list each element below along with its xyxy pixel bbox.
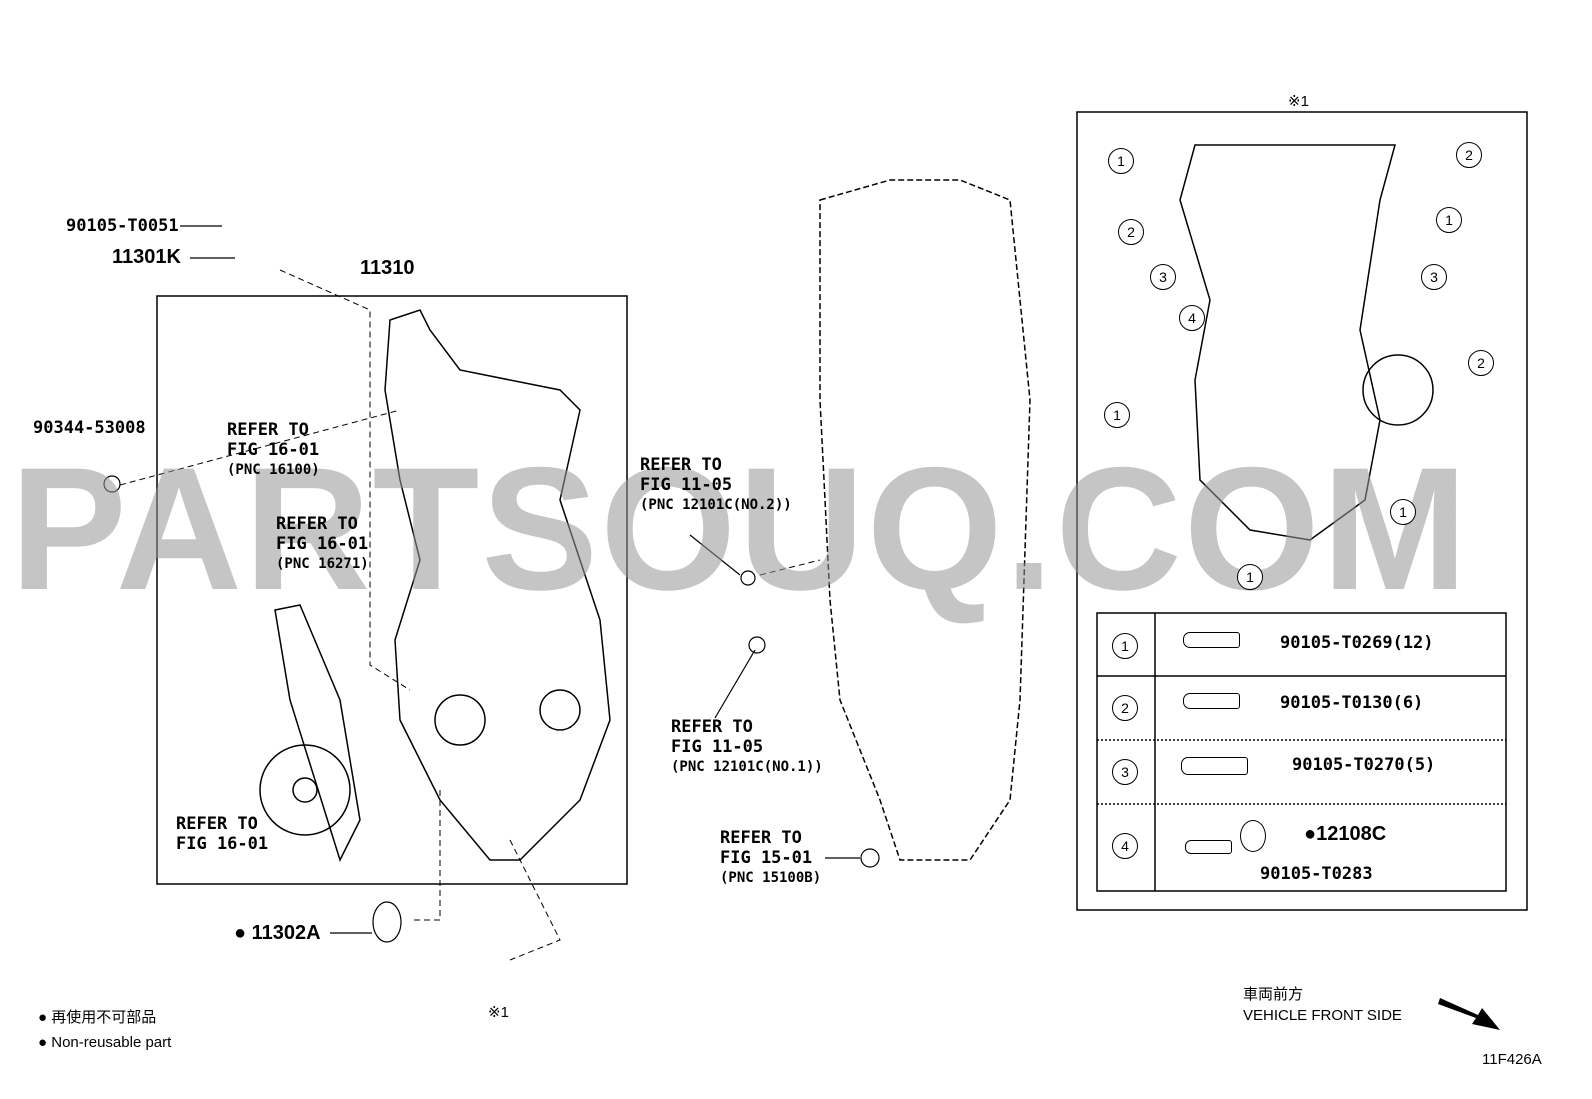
callout: 2 <box>1456 142 1482 168</box>
refer-line: FIG 11-05 <box>671 737 764 757</box>
part-number: 12108C <box>1316 823 1387 845</box>
table-part-4-extra[interactable]: ●12108C <box>1304 823 1387 845</box>
refer-line: (PNC 16271) <box>276 556 369 572</box>
label-11310[interactable]: 11310 <box>360 257 415 279</box>
bolt-icon <box>1183 693 1240 709</box>
watermark: PARTSOUQ.COM <box>10 432 1470 627</box>
callout: 1 <box>1104 402 1130 428</box>
timing-cover-outline <box>384 309 611 861</box>
seal-icon <box>1240 820 1266 852</box>
refer-line: REFER TO <box>720 828 802 848</box>
refer-line: REFER TO <box>671 717 753 737</box>
table-part-2[interactable]: 90105-T0130(6) <box>1280 693 1424 713</box>
refer-line: FIG 11-05 <box>640 475 733 495</box>
callout: 3 <box>1150 264 1176 290</box>
refer-line: FIG 16-01 <box>276 534 369 554</box>
callout: 3 <box>1421 264 1447 290</box>
detail-frame <box>1076 111 1528 911</box>
part-number: 11302A <box>251 922 321 944</box>
callout: 1 <box>1436 207 1462 233</box>
leader-lines <box>119 269 821 961</box>
refer-line: (PNC 12101C(NO.2)) <box>640 497 792 513</box>
callout: 2 <box>1468 350 1494 376</box>
refer-line: FIG 16-01 <box>227 440 320 460</box>
bolt-icon <box>1181 757 1248 775</box>
label-90344-53008[interactable]: 90344-53008 <box>33 418 146 438</box>
refer-line: (PNC 16100) <box>227 462 320 478</box>
assembly-frame <box>156 295 628 885</box>
note-mark: ※1 <box>488 1004 509 1021</box>
table-part-1[interactable]: 90105-T0269(12) <box>1280 633 1434 653</box>
legend-text: Non-reusable part <box>51 1034 172 1051</box>
refer-line: FIG 16-01 <box>176 834 269 854</box>
front-jp: 車両前方 <box>1243 986 1304 1003</box>
refer-line: (PNC 15100B) <box>720 870 822 886</box>
legend-jp: ● 再使用不可部品 <box>38 1009 157 1026</box>
bolt-table <box>1096 612 1507 892</box>
callout: 1 <box>1237 564 1263 590</box>
refer-line: REFER TO <box>276 514 358 534</box>
table-num-4: 4 <box>1112 833 1138 859</box>
table-num-1: 1 <box>1112 633 1138 659</box>
label-11302a[interactable]: ● 11302A <box>234 922 321 944</box>
detail-cover-outline <box>1179 144 1434 541</box>
legend-en: ● Non-reusable part <box>38 1034 172 1051</box>
label-90105-t0051[interactable]: 90105-T0051 <box>66 216 179 236</box>
bolt-icon <box>1185 840 1232 854</box>
refer-line: FIG 15-01 <box>720 848 813 868</box>
table-num-2: 2 <box>1112 695 1138 721</box>
callout: 2 <box>1118 219 1144 245</box>
callout: 4 <box>1179 305 1205 331</box>
callout: 1 <box>1390 499 1416 525</box>
table-num-3: 3 <box>1112 759 1138 785</box>
table-part-3[interactable]: 90105-T0270(5) <box>1292 755 1436 775</box>
detail-title: ※1 <box>1288 93 1309 110</box>
refer-line: (PNC 12101C(NO.1)) <box>671 759 823 775</box>
water-pump-outline <box>259 604 361 862</box>
refer-line: REFER TO <box>227 420 309 440</box>
refer-line: REFER TO <box>640 455 722 475</box>
figure-id: 11F426A <box>1482 1051 1542 1068</box>
bolt-icon <box>1183 632 1240 648</box>
label-11301k[interactable]: 11301K <box>112 246 181 268</box>
callout: 1 <box>1108 148 1134 174</box>
solid-leaders <box>103 225 880 943</box>
table-part-4[interactable]: 90105-T0283 <box>1260 864 1373 884</box>
refer-line: REFER TO <box>176 814 258 834</box>
front-en: VEHICLE FRONT SIDE <box>1243 1007 1402 1024</box>
legend-text: 再使用不可部品 <box>51 1009 157 1026</box>
front-arrow-icon <box>1438 998 1500 1030</box>
